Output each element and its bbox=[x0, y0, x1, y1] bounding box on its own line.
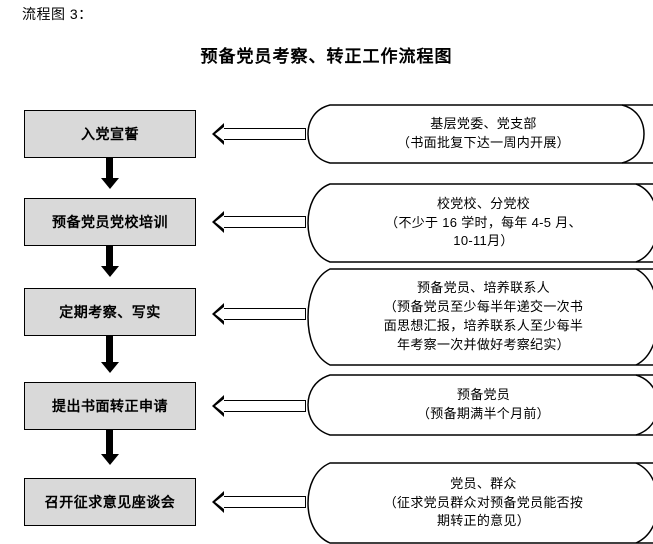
connector-4-5 bbox=[106, 430, 113, 456]
note-4-line-2: （预备期满半个月前） bbox=[416, 406, 550, 421]
figure-caption: 流程图 3： bbox=[22, 6, 93, 22]
process-box-3[interactable]: 定期考察、写实 bbox=[24, 288, 196, 336]
note-2-line-2: （不少于 16 学时，每年 4-5 月、 bbox=[385, 214, 582, 230]
arrow-left-icon-4 bbox=[212, 395, 306, 417]
process-box-5[interactable]: 召开征求意见座谈会 bbox=[24, 478, 196, 526]
note-3: 预备党员、培养联系人 （预备党员至少每半年递交一次书 面思想汇报，培养联系人至少… bbox=[306, 268, 653, 366]
arrow-left-icon-2 bbox=[212, 211, 306, 233]
note-1: 基层党委、党支部 （书面批复下达一周内开展） bbox=[306, 104, 653, 164]
note-5-line-3: 期转正的意见） bbox=[436, 513, 531, 529]
note-4: 预备党员 （预备期满半个月前） bbox=[306, 374, 653, 436]
arrow-down-icon bbox=[101, 362, 119, 373]
arrow-left-icon-3 bbox=[212, 303, 306, 325]
arrow-left-icon-1 bbox=[212, 123, 306, 145]
note-1-line-2: （书面批复下达一周内开展） bbox=[397, 135, 570, 150]
note-5-line-1: 党员、群众 bbox=[450, 475, 517, 491]
note-3-line-2: （预备党员至少每半年递交一次书 bbox=[383, 299, 584, 315]
note-5: 党员、群众 （征求党员群众对预备党员能否按 期转正的意见） bbox=[306, 462, 653, 544]
arrow-down-icon bbox=[101, 266, 119, 277]
note-3-line-4: 年考察一次并做好考察纪实） bbox=[397, 336, 570, 352]
note-4-line-1: 预备党员 bbox=[456, 387, 511, 403]
connector-3-4 bbox=[106, 336, 113, 364]
note-2-line-3: 10-11月） bbox=[453, 233, 514, 249]
page-title: 预备党员考察、转正工作流程图 bbox=[200, 47, 453, 66]
process-box-4[interactable]: 提出书面转正申请 bbox=[24, 382, 196, 430]
note-2-line-1: 校党校、分党校 bbox=[436, 195, 531, 211]
process-box-2[interactable]: 预备党员党校培训 bbox=[24, 198, 196, 246]
connector-1-2 bbox=[106, 158, 113, 180]
arrow-down-icon bbox=[101, 454, 119, 465]
arrow-left-icon-5 bbox=[212, 491, 306, 513]
note-1-line-1: 基层党委、党支部 bbox=[430, 116, 537, 132]
note-5-line-2: （征求党员群众对预备党员能否按 bbox=[383, 494, 584, 510]
note-3-line-3: 面思想汇报，培养联系人至少每半 bbox=[383, 318, 584, 333]
arrow-down-icon bbox=[101, 178, 119, 189]
connector-2-3 bbox=[106, 246, 113, 268]
process-box-1[interactable]: 入党宣誓 bbox=[24, 110, 196, 158]
note-2: 校党校、分党校 （不少于 16 学时，每年 4-5 月、 10-11月） bbox=[306, 183, 653, 263]
note-3-line-1: 预备党员、培养联系人 bbox=[416, 280, 550, 296]
